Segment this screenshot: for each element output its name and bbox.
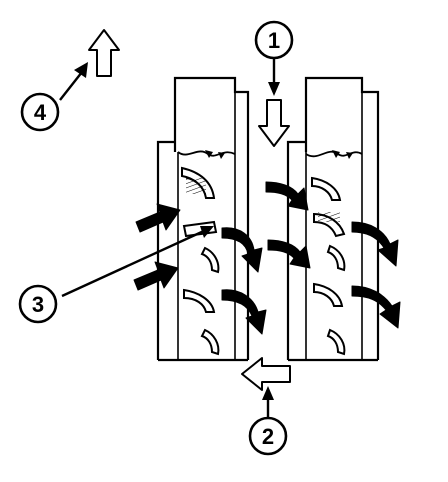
callout-3: 3 (18, 284, 58, 324)
flow-arrow-in-lower-right (267, 239, 311, 269)
callout-4-label: 4 (34, 100, 47, 125)
flow-arrow-out-left-lower (221, 289, 267, 335)
leftward-outline-arrow (241, 357, 291, 391)
outline-arrows (88, 29, 291, 391)
callout-1: 1 (254, 20, 294, 60)
leader-lines (59, 58, 280, 418)
flow-arrow-in-upper-right (265, 181, 309, 211)
right-column (286, 76, 380, 362)
flow-arrow-in-upper-left (135, 203, 181, 233)
flow-arrow-out-right-lower (351, 285, 401, 329)
flow-arrows (133, 181, 401, 335)
right-blades (311, 176, 346, 356)
downward-outline-arrow (258, 99, 290, 147)
flow-arrow-out-right-upper (351, 221, 399, 267)
left-column (156, 76, 250, 362)
callout-3-label: 3 (32, 292, 44, 317)
flow-arrow-in-lower-left (133, 261, 179, 291)
upward-outline-arrow (88, 29, 120, 77)
callout-2-label: 2 (262, 424, 274, 449)
left-blades (181, 166, 220, 356)
callout-4: 4 (20, 92, 60, 132)
callout-2: 2 (248, 416, 288, 456)
callout-1-label: 1 (268, 28, 280, 53)
flow-arrow-out-left-upper (221, 227, 263, 273)
